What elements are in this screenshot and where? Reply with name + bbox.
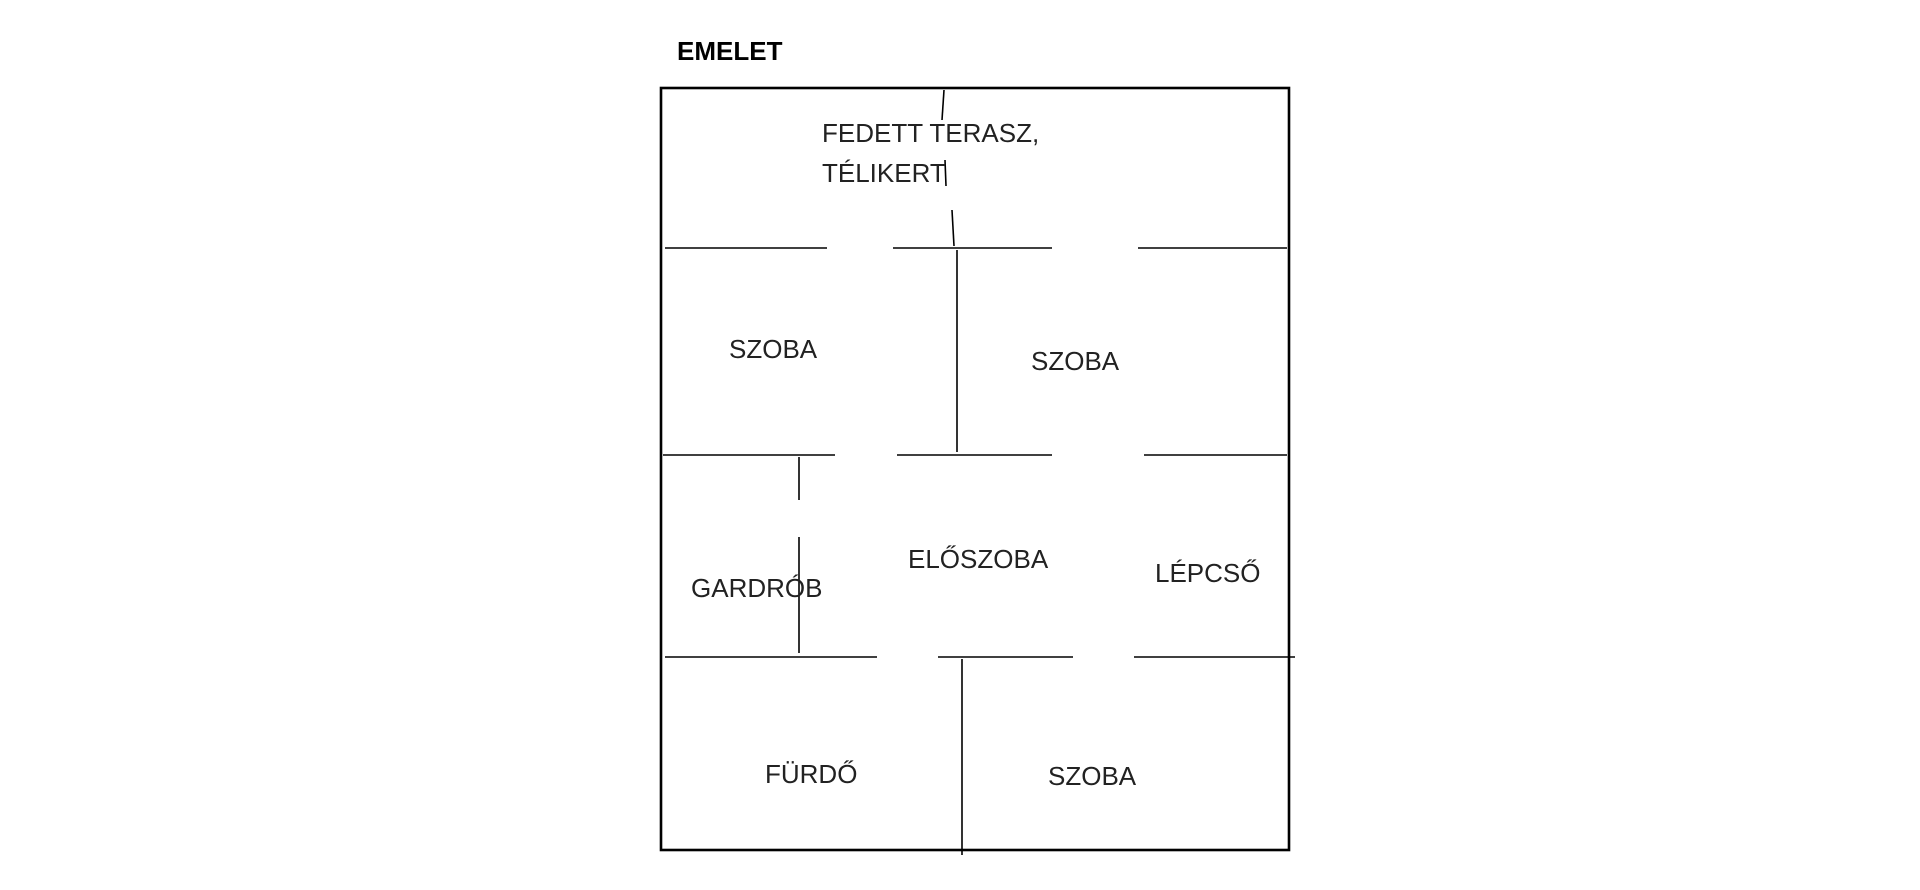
- wardrobe-label: GARDRÓB: [691, 573, 822, 603]
- terrace-label-line1: FEDETT TERASZ,: [822, 118, 1039, 148]
- room-label-top-left: SZOBA: [729, 334, 818, 364]
- bathroom-label: FÜRDŐ: [765, 759, 857, 789]
- staircase-label: LÉPCSŐ: [1155, 558, 1261, 588]
- outer-wall: [659, 86, 1291, 852]
- terrace-partition: [951, 209, 955, 247]
- hallway-label: ELŐSZOBA: [908, 544, 1049, 574]
- terrace-partition: [944, 159, 947, 187]
- terrace-partition: [941, 89, 945, 121]
- room-label-bottom-right: SZOBA: [1048, 761, 1137, 791]
- terrace-label-line2: TÉLIKERT: [822, 158, 946, 188]
- room-label-top-right: SZOBA: [1031, 346, 1120, 376]
- floor-title: EMELET: [677, 36, 783, 66]
